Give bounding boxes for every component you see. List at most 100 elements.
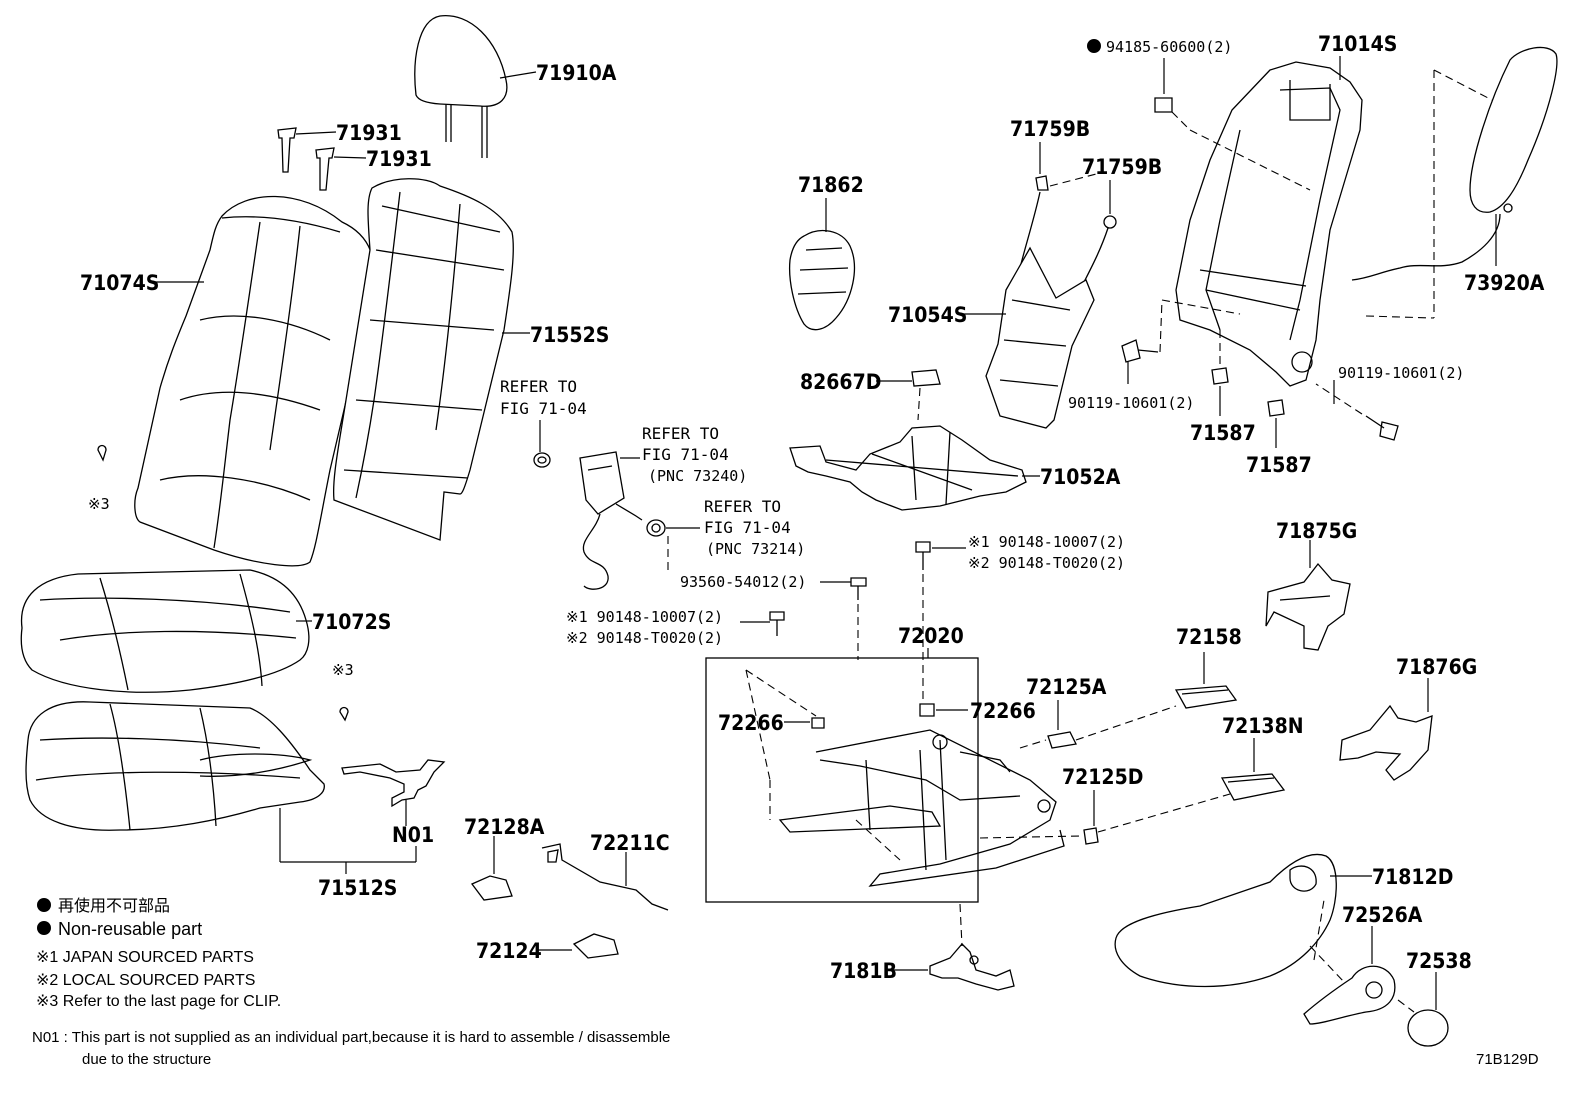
label-90119-a[interactable]: 90119-10601(2)	[1068, 394, 1194, 412]
label-71552S[interactable]: 71552S	[530, 323, 609, 347]
legend-n01-note-line2: due to the structure	[82, 1051, 211, 1068]
label-73920A[interactable]: 73920A	[1464, 271, 1545, 295]
connector-72125A-drawing	[1047, 731, 1077, 749]
label-71910A[interactable]: 71910A	[536, 61, 617, 85]
ref-note-2-line1: REFER TO	[642, 424, 719, 443]
label-90148-a2[interactable]: ※2 90148-T0020(2)	[968, 554, 1125, 572]
clip-icon-72266-a	[811, 717, 825, 729]
seat-adjuster-frame-box	[705, 657, 979, 903]
label-93560[interactable]: 93560-54012(2)	[680, 573, 806, 591]
label-72158[interactable]: 72158	[1176, 625, 1242, 649]
label-clip-3-lower[interactable]: ※3	[332, 661, 354, 679]
headrest-guide-drawing	[277, 127, 367, 191]
bolt-icon-90119-right	[1365, 415, 1399, 441]
bullet-nonreusable-94185	[1087, 39, 1101, 53]
label-72266-a[interactable]: 72266	[718, 711, 784, 735]
legend: 再使用不可部品 Non-reusable part ※1 JAPAN SOURC…	[32, 897, 670, 1068]
label-71052A[interactable]: 71052A	[1040, 465, 1121, 489]
seat-cushion-pad-drawing	[25, 701, 417, 874]
label-71074S[interactable]: 71074S	[80, 271, 159, 295]
ref-note-3-line2: FIG 71-04	[704, 518, 791, 537]
bushing-icon-71587-b	[1267, 399, 1285, 417]
label-90119-b[interactable]: 90119-10601(2)	[1338, 364, 1464, 382]
ref-note-1-line1: REFER TO	[500, 377, 577, 396]
cover-72124-drawing	[572, 933, 619, 959]
label-71875G[interactable]: 71875G	[1276, 519, 1357, 543]
clip-icon-upper	[97, 444, 107, 462]
lumbar-support-drawing	[960, 171, 1117, 429]
connector-82667D-drawing	[876, 369, 941, 421]
label-94185[interactable]: 94185-60600(2)	[1106, 38, 1232, 56]
ref-note-2-line2: FIG 71-04	[642, 445, 729, 464]
label-72020[interactable]: 72020	[898, 624, 964, 648]
legend-jp: 再使用不可部品	[58, 897, 170, 915]
cover-72158-drawing	[1174, 685, 1238, 709]
bolt-icon-90148-b	[769, 611, 785, 636]
label-71876G[interactable]: 71876G	[1396, 655, 1477, 679]
grommet-icon	[533, 452, 551, 468]
ref-note-2-line3: (PNC 73240)	[648, 467, 747, 485]
legend-en: Non-reusable part	[58, 919, 202, 939]
label-72538[interactable]: 72538	[1406, 949, 1472, 973]
label-clip-3-upper[interactable]: ※3	[88, 495, 110, 513]
label-72128A[interactable]: 72128A	[464, 815, 545, 839]
label-90148-b2[interactable]: ※2 90148-T0020(2)	[566, 629, 723, 647]
label-7181B[interactable]: 7181B	[830, 959, 897, 983]
seat-spring-71052A-drawing	[789, 425, 1040, 511]
label-N01[interactable]: N01	[392, 823, 434, 847]
label-72138N[interactable]: 72138N	[1222, 714, 1304, 738]
nut-icon-94185	[1154, 97, 1173, 113]
armrest-cushion-drawing	[788, 198, 856, 331]
label-72125A[interactable]: 72125A	[1026, 675, 1107, 699]
legend-n01-note-line1: N01 : This part is not supplied as an in…	[32, 1029, 670, 1046]
label-71072S[interactable]: 71072S	[312, 610, 391, 634]
ref-note-3-line1: REFER TO	[704, 497, 781, 516]
cover-72138N-drawing	[1220, 773, 1286, 801]
label-72125D[interactable]: 72125D	[1062, 765, 1143, 789]
label-90148-b1[interactable]: ※1 90148-10007(2)	[566, 608, 723, 626]
bracket-71875G-drawing	[1265, 562, 1351, 651]
side-shield-71812D-drawing	[1114, 853, 1372, 988]
ref-note-1-line2: FIG 71-04	[500, 399, 587, 418]
label-71931-b[interactable]: 71931	[366, 147, 432, 171]
seatback-frame-drawing	[1175, 56, 1363, 387]
washer-icon	[646, 519, 666, 537]
connector-72125D-drawing	[1083, 827, 1099, 845]
label-71931-a[interactable]: 71931	[336, 121, 402, 145]
legend-note-3: ※3 Refer to the last page for CLIP.	[36, 993, 281, 1010]
label-71014S[interactable]: 71014S	[1318, 32, 1397, 56]
rod-72211C-drawing	[541, 843, 669, 911]
label-71759B-a[interactable]: 71759B	[1010, 117, 1090, 141]
label-71812D[interactable]: 71812D	[1372, 865, 1453, 889]
label-72211C[interactable]: 72211C	[590, 831, 670, 855]
seatbelt-buckle-drawing	[579, 451, 643, 590]
clip-icon-lower	[339, 706, 349, 722]
label-71587-b[interactable]: 71587	[1246, 453, 1312, 477]
mechanism-7181B-drawing	[929, 943, 1015, 991]
clip-icon-72266-b	[919, 703, 935, 717]
cover-72128A-drawing	[470, 875, 513, 901]
label-72526A[interactable]: 72526A	[1342, 903, 1423, 927]
label-72124[interactable]: 72124	[476, 939, 542, 963]
bracket-71876G-drawing	[1339, 704, 1433, 781]
bolt-icon-93560	[850, 577, 867, 600]
knob-72526A-drawing	[1303, 965, 1396, 1025]
seat-adjuster-drawing	[778, 729, 1065, 887]
label-90148-a1[interactable]: ※1 90148-10007(2)	[968, 533, 1125, 551]
label-71759B-b[interactable]: 71759B	[1082, 155, 1162, 179]
label-71587-a[interactable]: 71587	[1190, 421, 1256, 445]
bullet-icon-jp	[37, 898, 51, 912]
cap-72538-drawing	[1407, 1009, 1449, 1047]
legend-note-1: ※1 JAPAN SOURCED PARTS	[36, 949, 254, 966]
label-72266-b[interactable]: 72266	[970, 699, 1036, 723]
label-82667D[interactable]: 82667D	[800, 370, 881, 394]
side-airbag-drawing	[1351, 46, 1558, 281]
bushing-icon-71587-a	[1211, 367, 1229, 385]
label-71862[interactable]: 71862	[798, 173, 864, 197]
label-71512S[interactable]: 71512S	[318, 876, 397, 900]
headrest-drawing	[414, 15, 537, 158]
label-71054S[interactable]: 71054S	[888, 303, 967, 327]
figure-id: 71B129D	[1476, 1051, 1539, 1068]
ref-note-3-line3: (PNC 73214)	[706, 540, 805, 558]
